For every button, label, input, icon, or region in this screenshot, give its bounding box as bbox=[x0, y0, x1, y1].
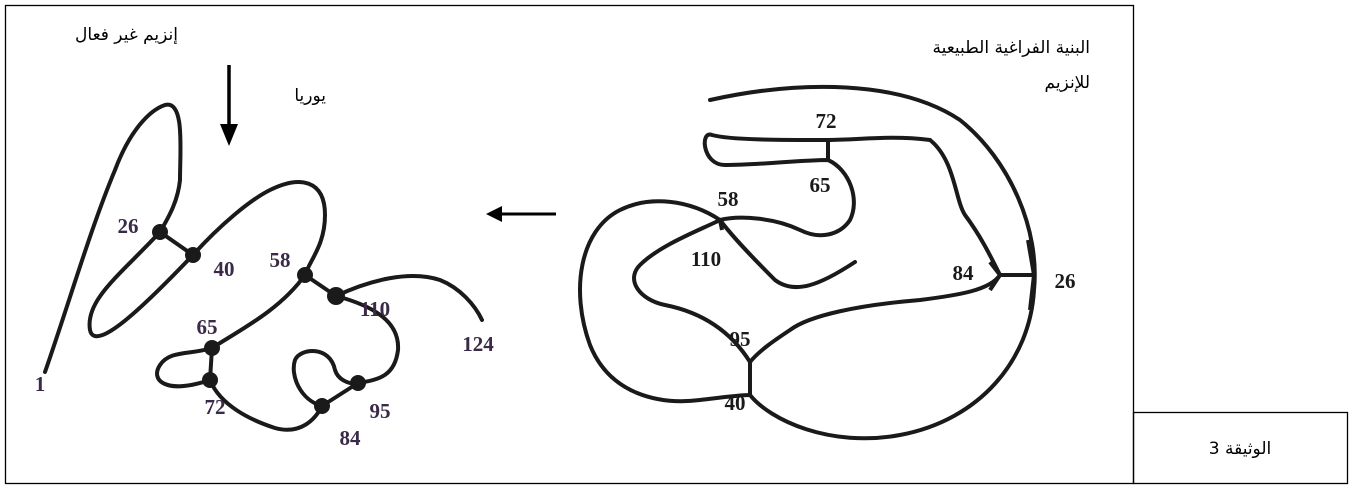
native-label-84: 84 bbox=[953, 261, 975, 285]
residue-dot-72 bbox=[202, 372, 218, 388]
native-title-line2: للإنزيم bbox=[1045, 73, 1090, 93]
native-label-65: 65 bbox=[810, 173, 831, 197]
native-label-40: 40 bbox=[725, 391, 746, 415]
urea-label: يوريا bbox=[294, 86, 326, 106]
inactive-enzyme-title: إنزيم غير فعال bbox=[75, 25, 178, 45]
denatured-label-110: 110 bbox=[360, 297, 390, 321]
urea-arrow bbox=[220, 65, 238, 146]
residue-dot-26 bbox=[152, 224, 168, 240]
native-bond-84-fork bbox=[988, 260, 1003, 292]
native-chain-left-loop bbox=[578, 199, 752, 404]
native-title-line1: البنية الفراغية الطبيعية bbox=[932, 38, 1090, 58]
transition-arrow bbox=[486, 206, 556, 222]
native-chain-110-tail bbox=[718, 218, 857, 290]
residue-dot-58 bbox=[297, 267, 313, 283]
denatured-label-26: 26 bbox=[118, 214, 139, 238]
denatured-label-58: 58 bbox=[270, 248, 291, 272]
native-label-72: 72 bbox=[816, 109, 837, 133]
native-bond-26-bar bbox=[1026, 239, 1037, 311]
denatured-chain bbox=[43, 102, 484, 432]
native-label-95: 95 bbox=[730, 327, 751, 351]
denatured-label-72: 72 bbox=[205, 395, 226, 419]
residue-dot-40 bbox=[185, 247, 201, 263]
denatured-label-40: 40 bbox=[214, 257, 235, 281]
denatured-structure: إنزيم غير فعال يوريا 26 40 58 110 65 72 … bbox=[35, 25, 495, 450]
native-junction-58 bbox=[718, 219, 724, 231]
denatured-label-124: 124 bbox=[462, 332, 494, 356]
denatured-label-65: 65 bbox=[197, 315, 218, 339]
residue-dot-110 bbox=[327, 287, 345, 305]
native-label-110: 110 bbox=[691, 247, 721, 271]
native-label-58: 58 bbox=[718, 187, 739, 211]
residue-dot-65 bbox=[204, 340, 220, 356]
native-label-26: 26 bbox=[1055, 269, 1076, 293]
document-label: الوثيقة 3 bbox=[1209, 439, 1272, 459]
residue-dot-84 bbox=[314, 398, 330, 414]
native-chain-84-95 bbox=[748, 273, 1002, 364]
denatured-label-1: 1 bbox=[35, 372, 46, 396]
denatured-label-84: 84 bbox=[340, 426, 362, 450]
native-chain-to-84 bbox=[928, 138, 1002, 277]
denatured-label-95: 95 bbox=[370, 399, 391, 423]
main-figure-frame bbox=[4, 4, 1135, 485]
residue-dot-95 bbox=[350, 375, 366, 391]
native-chain-inner-110 bbox=[632, 218, 752, 364]
document-label-box bbox=[1132, 411, 1349, 485]
native-structure: البنية الفراغية الطبيعية للإنزيم 72 65 5… bbox=[578, 38, 1090, 441]
